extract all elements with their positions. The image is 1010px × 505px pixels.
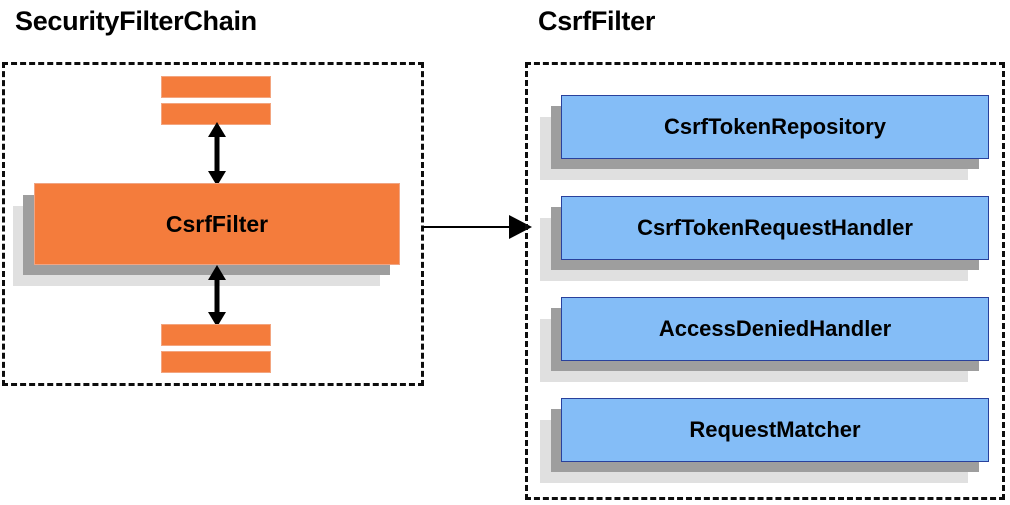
- filter-bar-below-2: [161, 351, 271, 373]
- node-request-matcher-label: RequestMatcher: [689, 417, 861, 442]
- node-access-denied-handler-label: AccessDeniedHandler: [658, 316, 892, 341]
- node-csrf-token-repository-label: CsrfTokenRepository: [663, 114, 887, 139]
- connector-arrow-down: [208, 265, 226, 327]
- node-request-matcher[interactable]: RequestMatcher: [561, 398, 989, 462]
- node-csrf-token-request-handler-label: CsrfTokenRequestHandler: [637, 215, 913, 240]
- node-csrf-filter-label: CsrfFilter: [165, 210, 269, 237]
- panel-border-security-filter-chain: [2, 62, 424, 386]
- node-csrf-token-repository[interactable]: CsrfTokenRepository: [561, 95, 989, 159]
- filter-bar-below-1: [161, 324, 271, 346]
- panel-border-csrf-filter-detail: [525, 62, 1005, 500]
- node-csrf-filter[interactable]: CsrfFilter: [34, 183, 400, 265]
- connector-arrow-up: [208, 122, 226, 186]
- node-csrf-token-request-handler[interactable]: CsrfTokenRequestHandler: [561, 196, 989, 260]
- filter-bar-above-1: [161, 76, 271, 98]
- panel-title-csrf-filter-detail: CsrfFilter: [538, 6, 656, 36]
- panel-title-security-filter-chain: SecurityFilterChain: [15, 6, 257, 36]
- connector-arrow-expand: [422, 215, 532, 239]
- node-access-denied-handler[interactable]: AccessDeniedHandler: [561, 297, 989, 361]
